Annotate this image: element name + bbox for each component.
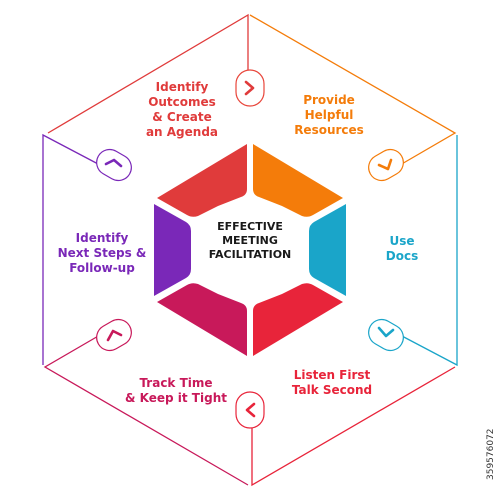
label-listen: Listen First Talk Second <box>291 368 373 397</box>
chevron-down-icon <box>377 326 395 338</box>
chevron-up-icon <box>104 158 123 168</box>
segment-track <box>157 283 247 356</box>
outline-resources <box>249 14 457 166</box>
segment-nextsteps <box>154 204 191 296</box>
segment-resources <box>253 144 343 217</box>
connector-top-right <box>368 148 404 182</box>
connector-bottom <box>235 391 265 429</box>
connector-top <box>235 69 265 107</box>
connector-top-left <box>96 148 132 182</box>
chevron-up-icon <box>106 329 123 342</box>
outline-outcomes <box>47 13 249 134</box>
label-track: Track Time & Keep it Tight <box>125 376 227 405</box>
chevron-left-icon <box>245 402 256 418</box>
chevron-down-icon <box>377 158 393 171</box>
center-title: EFFECTIVE MEETING FACILITATION <box>208 220 292 261</box>
outline-docs <box>399 135 458 367</box>
label-resources: Provide Helpful Resources <box>294 93 364 137</box>
outline-nextsteps <box>42 133 101 365</box>
label-nextsteps: Identify Next Steps & Follow-up <box>57 231 147 275</box>
segment-outcomes <box>157 144 247 217</box>
segment-listen <box>253 283 343 356</box>
label-outcomes: Identify Outcomes & Create an Agenda <box>145 80 219 139</box>
chevron-right-icon <box>244 80 255 96</box>
connector-bottom-left <box>96 318 132 352</box>
outline-listen <box>251 366 456 487</box>
stock-id: 359576072 <box>486 428 496 480</box>
outline-track <box>43 334 249 486</box>
label-docs: Use Docs <box>385 234 419 263</box>
segment-docs <box>309 204 346 296</box>
